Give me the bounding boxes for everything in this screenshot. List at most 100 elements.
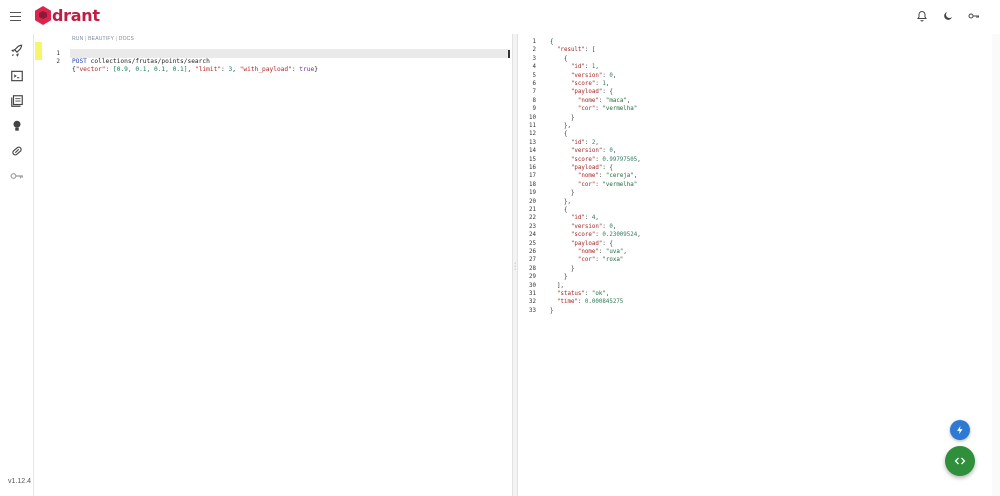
- json-value: true: [299, 66, 315, 73]
- line-number: 15: [529, 156, 536, 163]
- json-key: "nome": [550, 97, 599, 104]
- line-number: 11: [529, 123, 536, 129]
- line-number: 29: [529, 274, 536, 281]
- line-number: 30: [529, 282, 536, 289]
- lightbulb-icon[interactable]: [10, 119, 24, 133]
- lightning-icon: [957, 425, 963, 435]
- response-scrollbar[interactable]: [992, 34, 1000, 496]
- key-icon[interactable]: [968, 10, 980, 22]
- request-path: collections/frutas/points/search: [86, 58, 210, 65]
- console-icon[interactable]: [10, 69, 24, 83]
- version-label: v1.12.4: [8, 478, 31, 485]
- json-code: }: [550, 265, 575, 273]
- json-string: "vermelha": [602, 106, 638, 113]
- line-number: 20: [529, 198, 536, 205]
- json-punct: ,: [595, 215, 599, 222]
- json-punct: ,: [595, 139, 599, 146]
- json-string: "cereja": [605, 173, 634, 180]
- json-code: {: [550, 130, 568, 138]
- json-code: "nome": "uva",: [550, 248, 627, 256]
- key-icon[interactable]: [10, 169, 24, 183]
- line-number: 13: [529, 139, 536, 146]
- json-string: "roxa": [602, 257, 624, 264]
- json-code: "score": 1,: [550, 80, 609, 88]
- datasets-icon[interactable]: [10, 144, 24, 158]
- json-punct: :: [602, 72, 610, 79]
- json-number: 0.23009524: [602, 232, 638, 239]
- json-key: "score": [550, 232, 596, 239]
- qdrant-logo-icon: [35, 6, 51, 25]
- line-number: 4: [532, 64, 537, 71]
- json-punct: :: [584, 64, 592, 71]
- line-number: 21: [529, 207, 536, 213]
- json-key: "id": [550, 64, 585, 71]
- json-punct: }: [550, 274, 568, 281]
- line-number: 27: [529, 257, 536, 264]
- json-code: {: [550, 38, 554, 46]
- line-number: 2: [56, 58, 60, 65]
- json-punct: :: [577, 299, 585, 306]
- json-punct: :: [598, 173, 606, 180]
- json-code: "cor": "vermelha": [550, 181, 637, 189]
- json-code: "id": 4,: [550, 214, 599, 222]
- json-punct: ,: [595, 64, 599, 71]
- header-actions: [916, 10, 980, 22]
- line-number: 1: [532, 39, 537, 45]
- json-punct: }: [550, 265, 575, 272]
- json-key: "cor": [550, 106, 596, 113]
- beautify-action[interactable]: BEAUTIFY: [88, 36, 115, 42]
- collections-icon[interactable]: [10, 94, 24, 108]
- line-number: 22: [529, 215, 536, 222]
- json-punct: }: [550, 190, 575, 197]
- line-number: 5: [532, 72, 537, 79]
- line-number: 18: [529, 181, 536, 188]
- line-number: 12: [529, 131, 536, 138]
- line-number: 25: [529, 240, 536, 247]
- json-string: "vermelha": [602, 181, 638, 188]
- json-key: "status": [550, 291, 585, 297]
- json-number: 2: [591, 139, 596, 146]
- json-punct: :: [584, 215, 592, 222]
- bell-icon[interactable]: [916, 10, 928, 22]
- json-code: }: [550, 273, 568, 281]
- top-header: drant: [0, 0, 1000, 34]
- json-code: },: [550, 122, 571, 130]
- json-code: "id": 2,: [550, 139, 599, 147]
- panel-resizer[interactable]: ···: [512, 34, 518, 496]
- json-punct: ,: [605, 291, 610, 297]
- code-snippet-button[interactable]: [945, 446, 975, 476]
- logo[interactable]: drant: [35, 6, 100, 25]
- json-number: 1: [602, 81, 606, 87]
- code-icon: [954, 457, 966, 465]
- json-key: "nome": [550, 173, 599, 180]
- response-viewer[interactable]: 1{2 "result": [3 {4 "id": 1,5 "version":…: [518, 34, 992, 496]
- json-punct: :: [584, 139, 592, 146]
- json-punct: : [: [584, 47, 596, 54]
- scrollbar-thumb[interactable]: [508, 50, 510, 58]
- json-punct: }: [550, 307, 554, 314]
- json-code: "nome": "cereja",: [550, 172, 637, 180]
- json-string: "uva": [605, 249, 624, 255]
- json-key: "version": [550, 148, 603, 155]
- json-punct: :: [584, 291, 592, 297]
- json-code: }: [550, 307, 554, 315]
- json-punct: },: [550, 123, 571, 129]
- code-lens-actions: RUN | BEAUTIFY | DOCS: [72, 36, 135, 42]
- moon-icon[interactable]: [942, 10, 954, 22]
- quick-action-button[interactable]: [950, 420, 970, 440]
- json-punct: :: [598, 97, 606, 104]
- request-editor[interactable]: RUN | BEAUTIFY | DOCS 1 POST collections…: [34, 34, 512, 496]
- json-punct: ,: [612, 148, 617, 155]
- line-number: 10: [529, 114, 536, 121]
- rocket-icon[interactable]: [10, 44, 24, 58]
- menu-icon[interactable]: [10, 9, 24, 23]
- docs-action[interactable]: DOCS: [118, 36, 135, 42]
- json-code: "cor": "vermelha": [550, 105, 637, 113]
- json-punct: :: [595, 156, 603, 163]
- json-punct: : {: [602, 165, 613, 171]
- line-number: 17: [529, 173, 536, 180]
- line-number: 33: [529, 307, 536, 314]
- run-action[interactable]: RUN: [72, 36, 84, 42]
- line-number: 16: [529, 165, 536, 171]
